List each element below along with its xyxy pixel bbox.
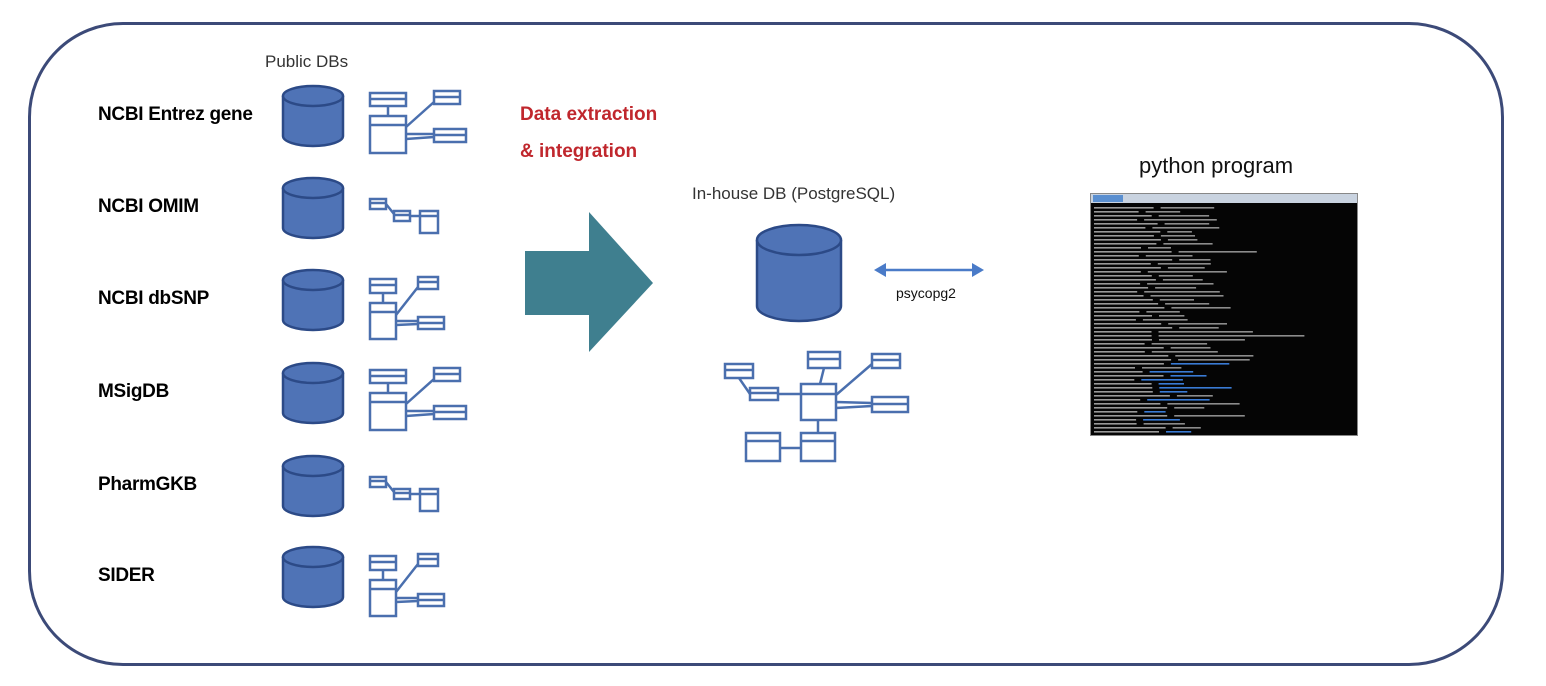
- schema-tables-icon: [368, 475, 440, 513]
- extraction-arrow: [525, 212, 653, 352]
- public-db-name: SIDER: [98, 565, 155, 586]
- database-cylinder-icon: [281, 176, 345, 240]
- schema-tables-icon: [368, 275, 446, 341]
- terminal-output: [1094, 207, 1305, 433]
- schema-tables-icon: [368, 552, 446, 618]
- public-db-name: NCBI OMIM: [98, 196, 199, 217]
- schema-tables-icon: [368, 197, 440, 235]
- public-dbs-heading: Public DBs: [265, 52, 349, 71]
- database-cylinder-icon: [281, 545, 345, 609]
- inhouse-db-heading: In-house DB (PostgreSQL): [692, 184, 896, 203]
- inhouse-db-schema-icon: [723, 350, 910, 463]
- database-cylinder-icon: [281, 268, 345, 332]
- connector-double-arrow: [874, 263, 984, 277]
- public-db-name: NCBI Entrez gene: [98, 104, 253, 125]
- public-db-name: PharmGKB: [98, 474, 197, 495]
- inhouse-db-cylinder-icon: [755, 223, 843, 323]
- database-cylinder-icon: [281, 361, 345, 425]
- connector-label: psycopg2: [896, 285, 956, 301]
- schema-tables-icon: [368, 366, 468, 432]
- public-db-name: MSigDB: [98, 381, 170, 402]
- extraction-label-line2: & integration: [520, 141, 638, 162]
- schema-tables-icon: [368, 89, 468, 155]
- public-db-name: NCBI dbSNP: [98, 288, 210, 309]
- database-cylinder-icon: [281, 84, 345, 148]
- python-program-heading: python program: [1139, 153, 1294, 178]
- diagram-frame: [28, 22, 1504, 666]
- terminal-window: [1090, 193, 1358, 436]
- terminal-tab: [1093, 195, 1123, 202]
- terminal-title-bar: [1091, 194, 1357, 203]
- database-cylinder-icon: [281, 454, 345, 518]
- extraction-label-line1: Data extraction: [520, 104, 658, 125]
